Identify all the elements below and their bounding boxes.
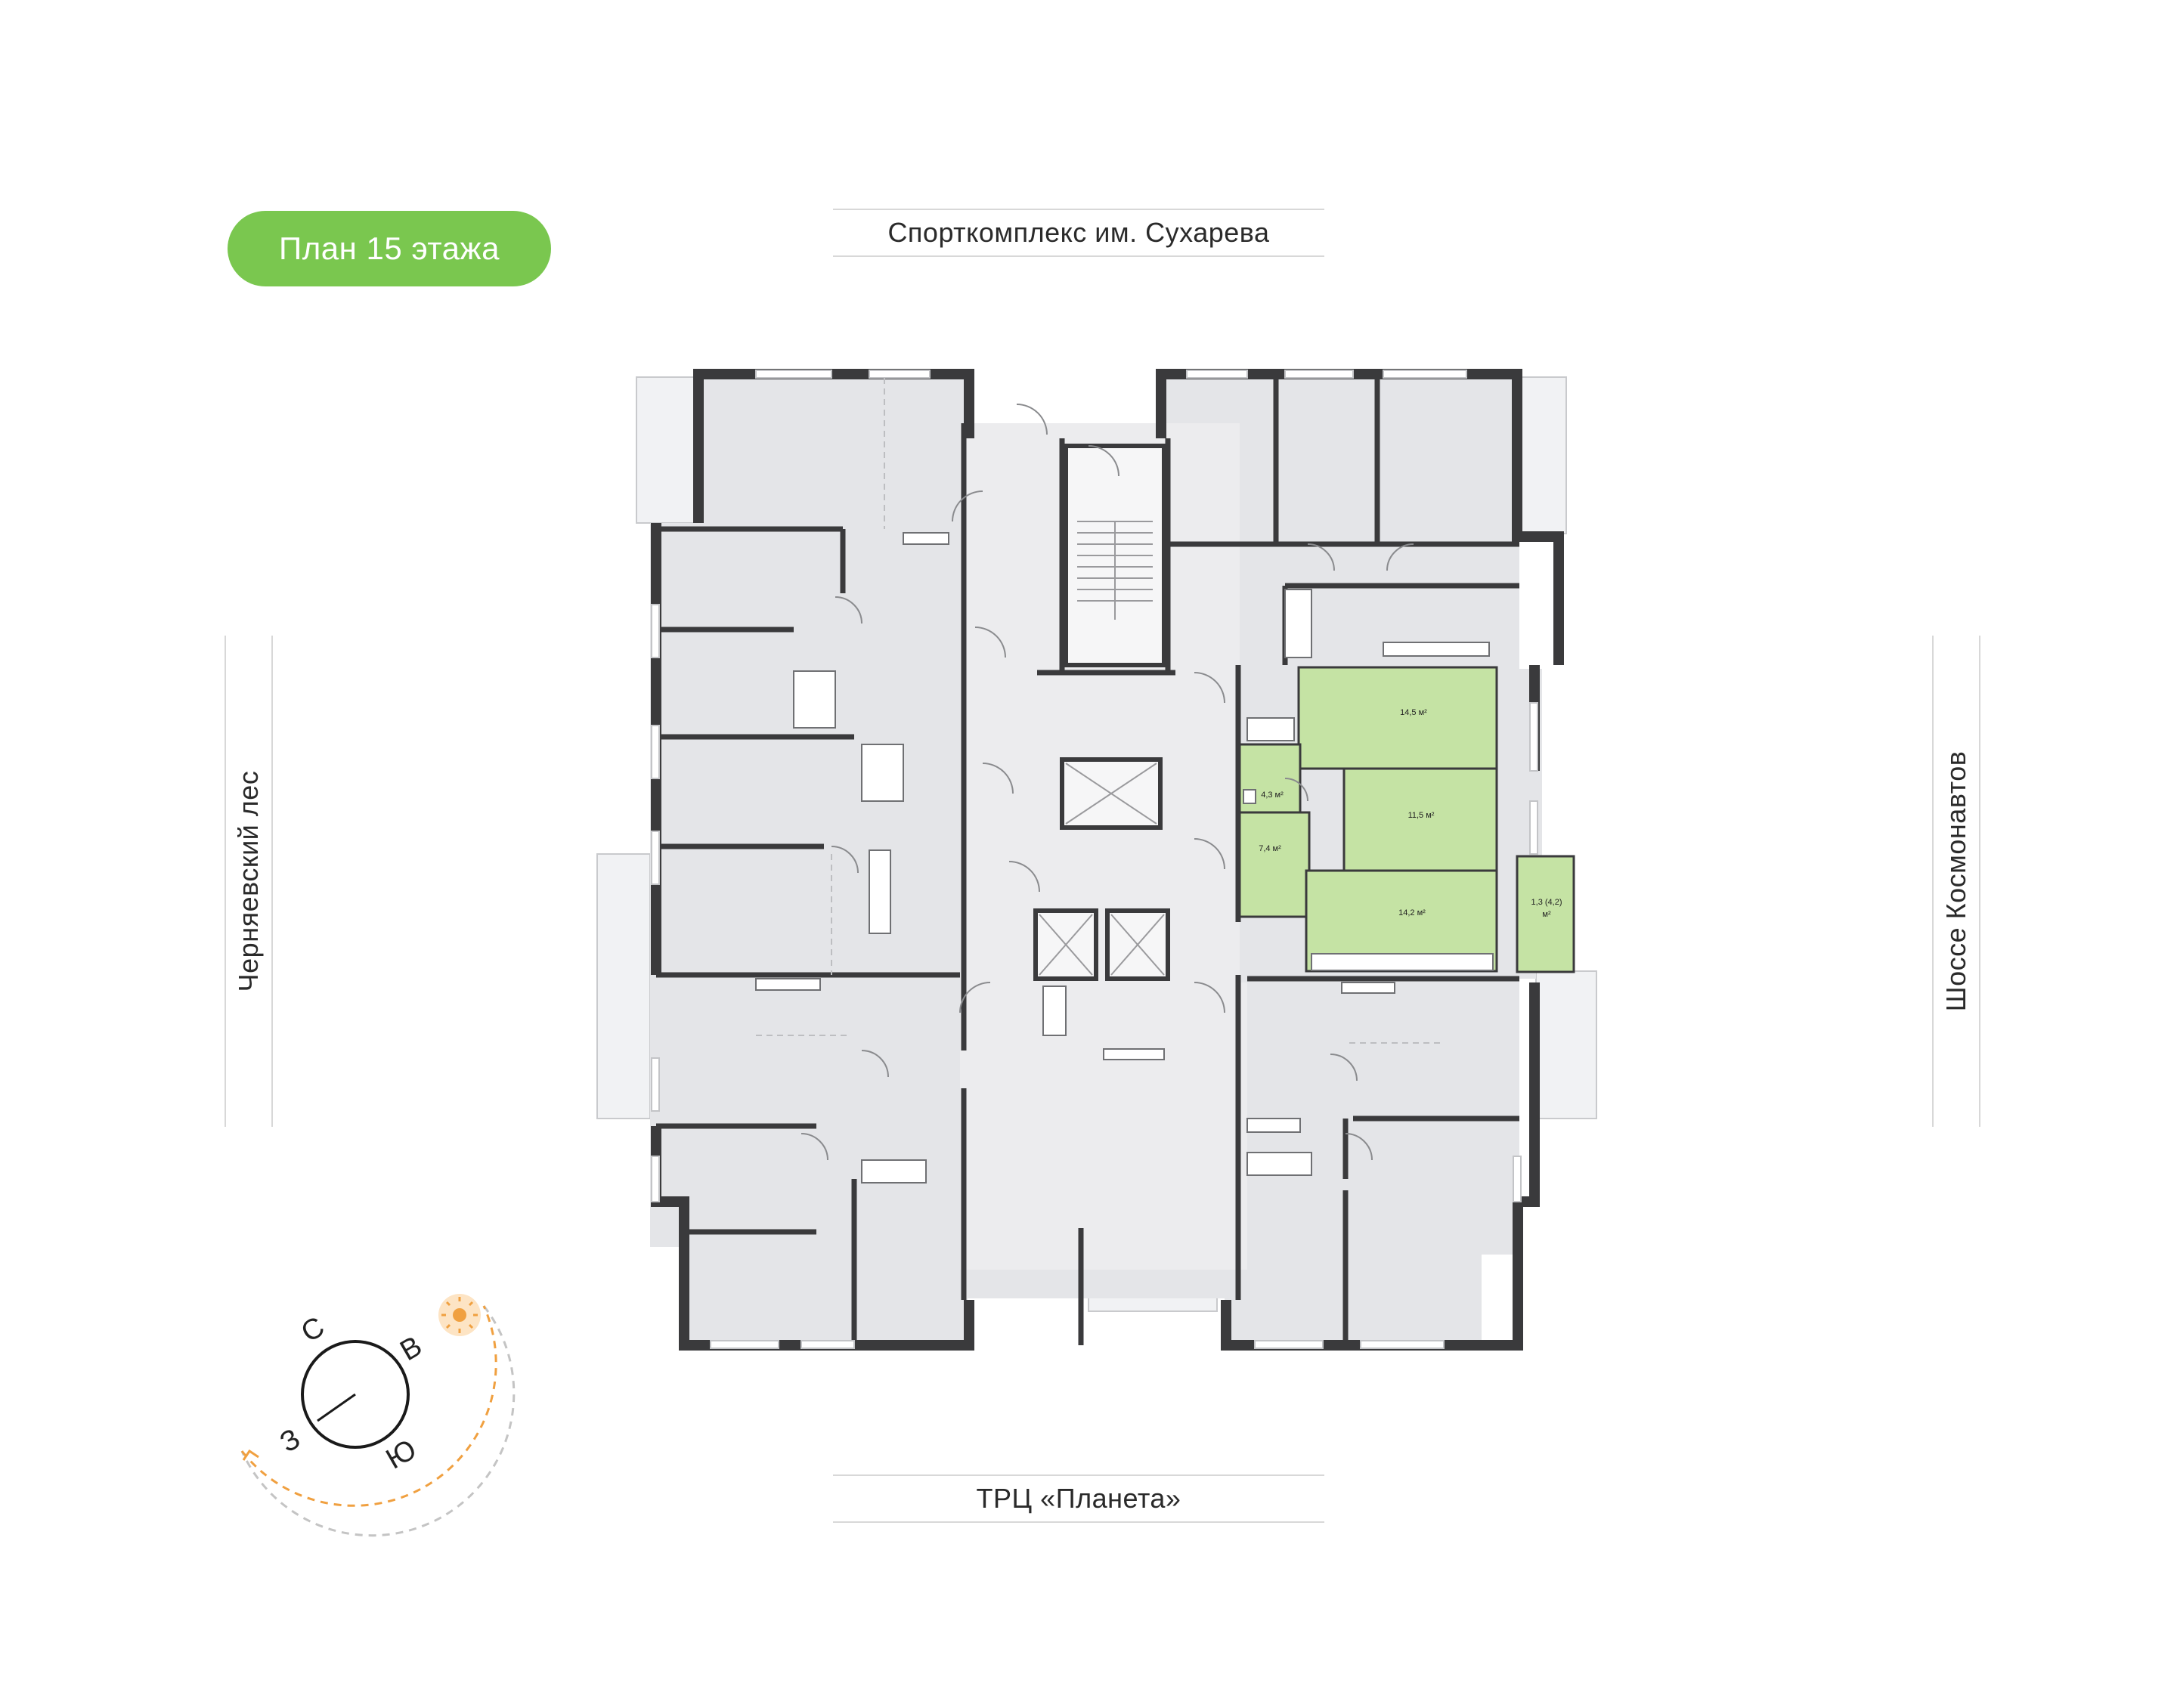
compass-needle: [317, 1393, 356, 1422]
compass: С В Ю З: [240, 1294, 516, 1537]
compass-south: Ю: [381, 1434, 422, 1476]
zone-lines: [756, 378, 1444, 1044]
room-area-label: 1,3 (4,2): [1531, 898, 1562, 907]
arrow-icon: [242, 1449, 259, 1461]
floor-badge: План 15 этажа: [228, 211, 551, 286]
door-swings: [801, 404, 1414, 1161]
room-area-label: 14,5 м²: [1400, 708, 1427, 717]
street-label-south: ТРЦ «Планета»: [833, 1474, 1324, 1523]
room-area-label: 7,4 м²: [1259, 844, 1281, 853]
stair-core: [1033, 444, 1170, 981]
highlighted-apartment: [1238, 666, 1575, 973]
windows: [651, 370, 1538, 1349]
fixtures: [755, 532, 1494, 1184]
room-area-label: 14,2 м²: [1398, 908, 1426, 917]
compass-north: С: [296, 1311, 330, 1349]
compass-orbit-path: [240, 1305, 516, 1537]
room-area-label: м²: [1542, 910, 1551, 919]
compass-west: З: [275, 1423, 306, 1459]
room-area-label: 4,3 м²: [1261, 791, 1284, 800]
sun-path: [240, 1305, 497, 1507]
room-area-label: 11,5 м²: [1408, 811, 1435, 820]
sun-icon: [438, 1294, 481, 1336]
compass-east: В: [395, 1330, 428, 1367]
street-label-north: Спорткомплекс им. Сухарева: [833, 209, 1324, 257]
